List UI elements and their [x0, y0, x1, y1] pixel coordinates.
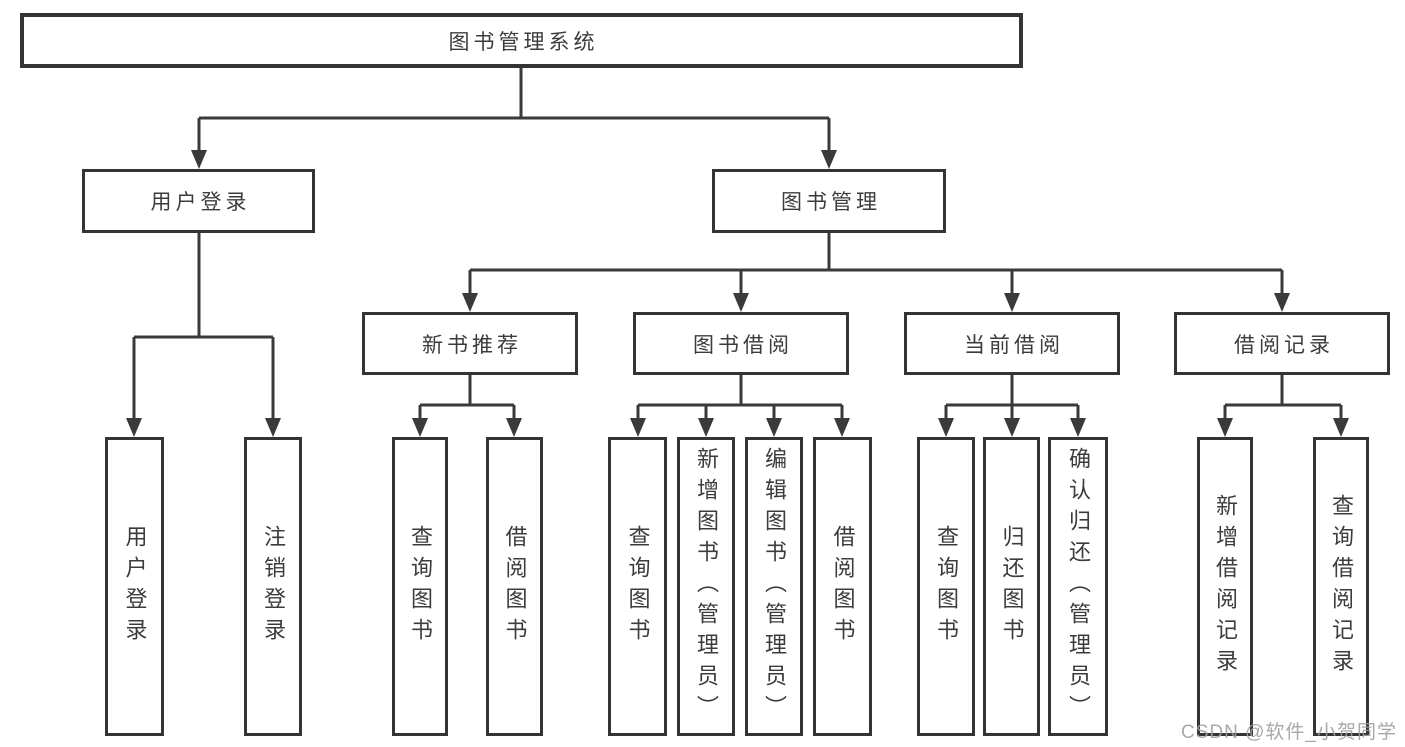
leaf-query-borrow-record: 查询借阅记录: [1313, 437, 1369, 736]
arrowhead-icon: [412, 418, 428, 437]
arrowhead-icon: [1004, 418, 1020, 437]
connector-root-to-level2: [191, 68, 837, 169]
arrowhead-icon: [1070, 418, 1086, 437]
leaf-logout: 注销登录: [244, 437, 302, 736]
leaf-add-borrow-record: 新增借阅记录: [1197, 437, 1253, 736]
leaf-query-books-current: 查询图书: [917, 437, 975, 736]
leaf-query-books-recommend: 查询图书: [392, 437, 448, 736]
arrowhead-icon: [1004, 293, 1020, 312]
node-current-borrow: 当前借阅: [904, 312, 1120, 375]
arrowhead-icon: [506, 418, 522, 437]
node-user-login: 用户登录: [82, 169, 315, 233]
arrowhead-icon: [766, 418, 782, 437]
leaf-return-book: 归还图书: [983, 437, 1040, 736]
arrowhead-icon: [821, 150, 837, 169]
leaf-edit-book-admin: 编辑图书（管理员）: [745, 437, 803, 736]
node-new-book-recommend: 新书推荐: [362, 312, 578, 375]
connector-new-book-to-leaves: [412, 375, 522, 437]
arrowhead-icon: [1333, 418, 1349, 437]
leaf-borrow-books-recommend: 借阅图书: [486, 437, 543, 736]
connector-user-login-to-leaves: [126, 233, 281, 437]
arrowhead-icon: [1274, 293, 1290, 312]
node-borrow-records: 借阅记录: [1174, 312, 1390, 375]
arrowhead-icon: [1217, 418, 1233, 437]
arrowhead-icon: [265, 418, 281, 437]
leaf-borrow-books: 借阅图书: [813, 437, 872, 736]
arrowhead-icon: [462, 293, 478, 312]
arrowhead-icon: [938, 418, 954, 437]
arrowhead-icon: [834, 418, 850, 437]
arrowhead-icon: [733, 293, 749, 312]
csdn-watermark: CSDN @软件_小贺同学: [1181, 722, 1397, 743]
arrowhead-icon: [191, 150, 207, 169]
connector-borrow-records-to-leaves: [1217, 375, 1349, 437]
arrowhead-icon: [698, 418, 714, 437]
leaf-add-book-admin: 新增图书（管理员）: [677, 437, 735, 736]
node-library-management-system: 图书管理系统: [20, 13, 1023, 68]
node-book-management: 图书管理: [712, 169, 946, 233]
connector-current-borrow-to-leaves: [938, 375, 1086, 437]
leaf-user-login: 用户登录: [105, 437, 164, 736]
connector-book-borrow-to-leaves: [630, 375, 850, 437]
leaf-confirm-return-admin: 确认归还（管理员）: [1048, 437, 1108, 736]
arrowhead-icon: [126, 418, 142, 437]
node-book-borrow: 图书借阅: [633, 312, 849, 375]
connector-book-management-to-level3: [462, 233, 1290, 312]
leaf-query-books-borrow: 查询图书: [608, 437, 667, 736]
arrowhead-icon: [630, 418, 646, 437]
